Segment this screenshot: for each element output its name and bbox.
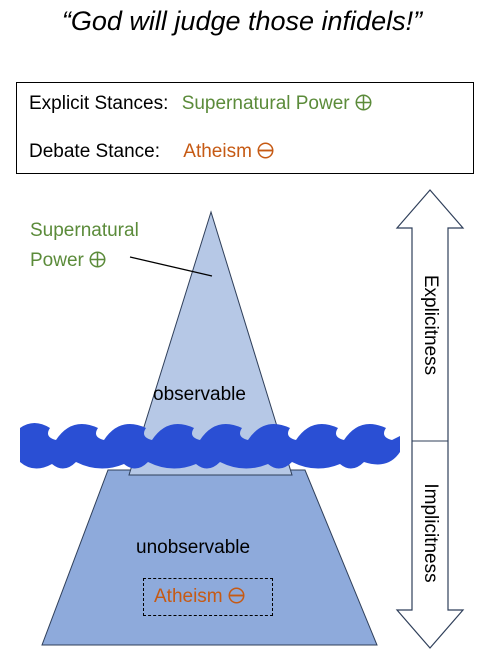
tip-label-line2-row: Power [30,250,106,272]
explicit-stance-row: Explicit Stances: Supernatural Power [29,93,372,115]
water-waves [20,423,400,469]
hidden-stance-value: Atheism [154,586,223,607]
observable-label: observable [153,384,246,405]
explicitness-implicitness-arrow [395,189,465,649]
explicit-stance-value: Supernatural Power [181,93,350,114]
tip-label-line1: Supernatural [30,220,139,241]
stance-box: Explicit Stances: Supernatural Power Deb… [16,82,474,174]
circled-minus-icon [228,587,245,604]
debate-stance-label: Debate Stance: [29,141,160,162]
hidden-stance-box: Atheism [143,578,273,616]
circled-plus-icon [355,94,372,111]
circled-minus-icon [257,142,274,159]
quote-title: “God will judge those infidels!” [61,6,423,36]
unobservable-label: unobservable [136,537,251,558]
tip-label-line2: Power [30,250,84,271]
circled-plus-icon [89,251,106,268]
hidden-stance-row: Atheism [154,586,245,608]
explicitness-label: Explicitness [420,274,441,376]
explicit-stance-label: Explicit Stances: [29,93,169,114]
implicitness-label: Implicitness [420,483,441,583]
debate-stance-row: Debate Stance: Atheism [29,141,274,163]
iceberg-tip [128,210,293,476]
debate-stance-value: Atheism [183,141,252,162]
label-pointer-line [129,256,213,277]
